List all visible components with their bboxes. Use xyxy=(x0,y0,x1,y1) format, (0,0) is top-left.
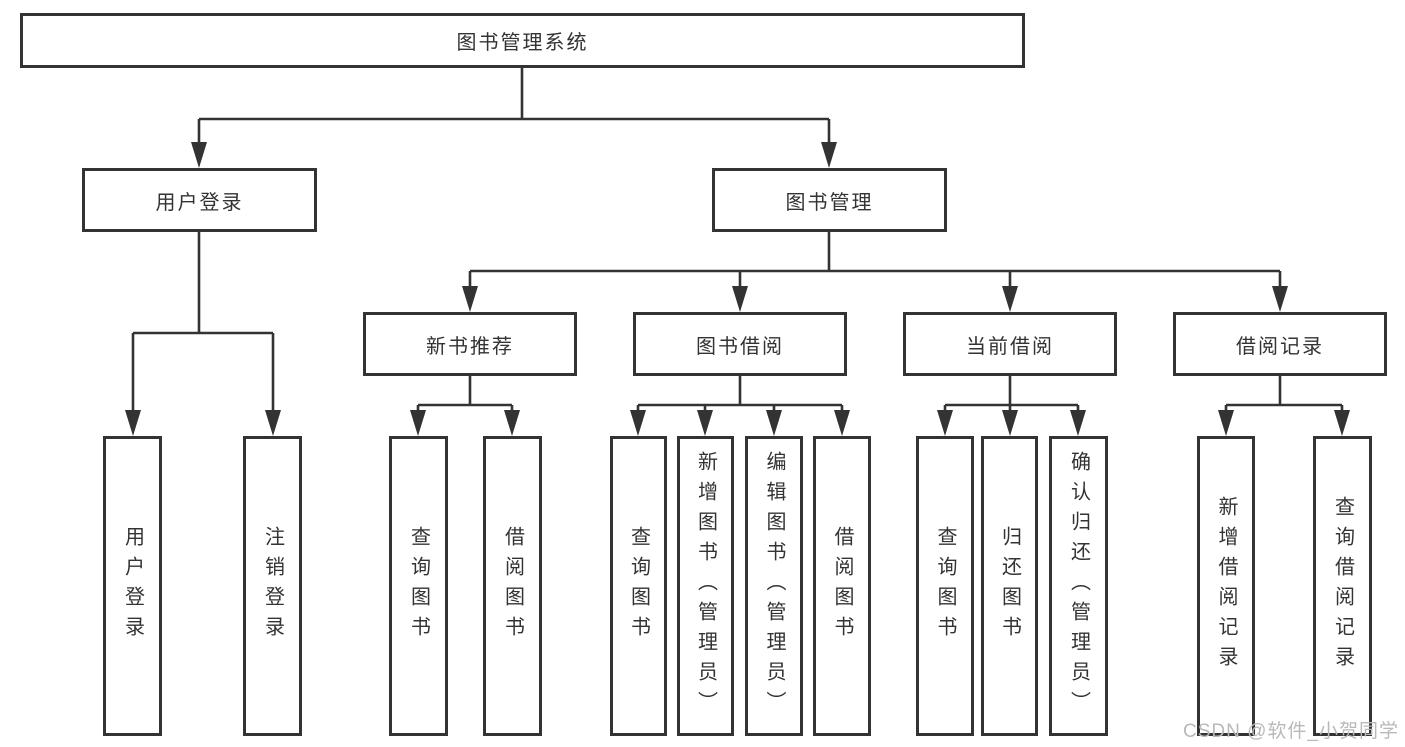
node-book-management: 图书管理 xyxy=(712,168,947,232)
leaf-query-books-current-label: 查询图书 xyxy=(934,526,956,646)
leaf-query-books-recommend-label: 查询图书 xyxy=(407,526,430,646)
leaf-query-books-current: 查询图书 xyxy=(916,436,974,736)
leaf-add-books-admin-label: 新增图书（管理员） xyxy=(694,451,717,721)
leaf-query-borrow-record-label: 查询借阅记录 xyxy=(1331,496,1354,676)
node-new-book-recommend-label: 新书推荐 xyxy=(426,335,514,358)
leaf-user-login-label: 用户登录 xyxy=(121,526,144,646)
watermark: CSDN @软件_小贺同学 xyxy=(1183,721,1399,742)
leaf-user-login: 用户登录 xyxy=(103,436,162,736)
node-user-login-label: 用户登录 xyxy=(155,191,244,214)
node-root: 图书管理系统 xyxy=(20,13,1025,68)
leaf-edit-books-admin-label: 编辑图书（管理员） xyxy=(763,451,785,721)
leaf-logout-label: 注销登录 xyxy=(261,526,284,646)
node-borrowing-records-label: 借阅记录 xyxy=(1236,335,1324,358)
leaf-query-borrow-record: 查询借阅记录 xyxy=(1313,436,1372,736)
leaf-logout: 注销登录 xyxy=(243,436,302,736)
leaf-return-books-label: 归还图书 xyxy=(998,526,1021,646)
leaf-borrow-books-borrowing-label: 借阅图书 xyxy=(831,526,853,646)
node-current-borrowing: 当前借阅 xyxy=(903,312,1117,376)
node-book-management-label: 图书管理 xyxy=(785,191,874,214)
leaf-return-books: 归还图书 xyxy=(981,436,1038,736)
node-new-book-recommend: 新书推荐 xyxy=(363,312,577,376)
leaf-add-books-admin: 新增图书（管理员） xyxy=(677,436,734,736)
leaf-add-borrow-record-label: 新增借阅记录 xyxy=(1215,496,1237,676)
leaf-query-books-recommend: 查询图书 xyxy=(389,436,448,736)
leaf-add-borrow-record: 新增借阅记录 xyxy=(1197,436,1255,736)
leaf-edit-books-admin: 编辑图书（管理员） xyxy=(745,436,803,736)
node-borrowing-records: 借阅记录 xyxy=(1173,312,1387,376)
leaf-borrow-books-recommend: 借阅图书 xyxy=(483,436,542,736)
leaf-confirm-return-admin-label: 确认归还（管理员） xyxy=(1067,451,1090,721)
node-user-login: 用户登录 xyxy=(82,168,317,232)
leaf-query-books-borrowing: 查询图书 xyxy=(610,436,667,736)
leaf-borrow-books-recommend-label: 借阅图书 xyxy=(501,526,524,646)
node-book-borrowing: 图书借阅 xyxy=(633,312,847,376)
leaf-confirm-return-admin: 确认归还（管理员） xyxy=(1049,436,1108,736)
node-current-borrowing-label: 当前借阅 xyxy=(966,335,1054,358)
node-root-label: 图书管理系统 xyxy=(456,32,589,54)
node-book-borrowing-label: 图书借阅 xyxy=(696,335,784,358)
leaf-query-books-borrowing-label: 查询图书 xyxy=(627,526,650,646)
leaf-borrow-books-borrowing: 借阅图书 xyxy=(813,436,871,736)
